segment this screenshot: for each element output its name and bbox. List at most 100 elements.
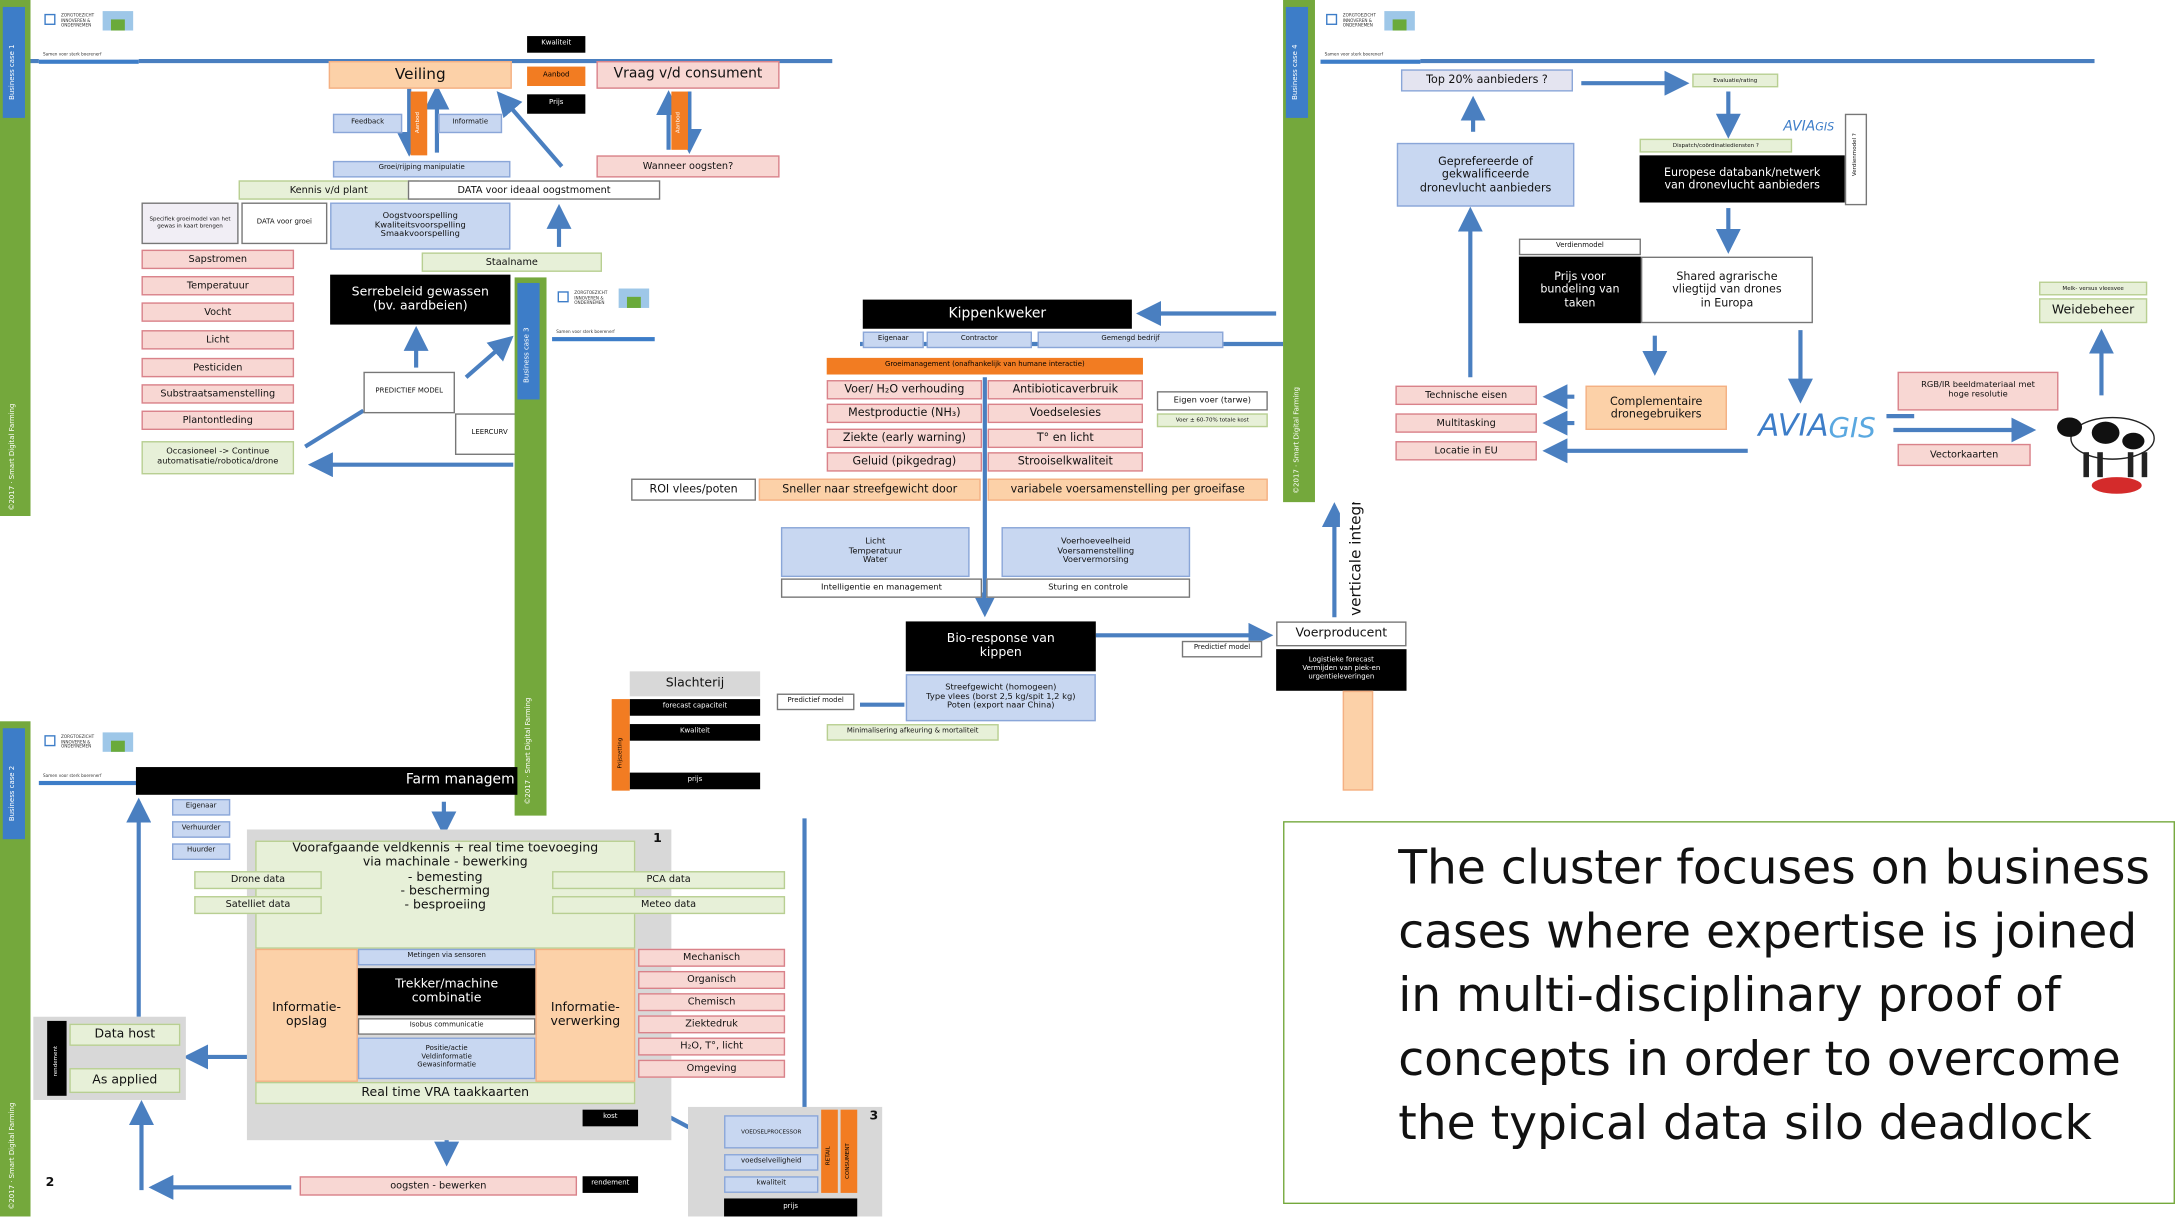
verdienmodel-vertical-box: Verdienmodel ?	[1844, 113, 1868, 206]
list-item-plantontleding: Plantontleding	[141, 410, 295, 431]
minimalisering-box: Minimalisering afkeuring & mortaliteit	[826, 724, 999, 741]
case3-blue-tab	[517, 282, 540, 400]
eigen-voer-box: Eigen voer (tarwe)	[1156, 391, 1268, 411]
c2-list-item-3: Ziektedruk	[638, 1015, 786, 1034]
realtime-vra-box: Real time VRA taakkaarten	[255, 1081, 636, 1105]
contractor-box: Contractor	[926, 331, 1033, 349]
variabele-box: variabele voersamenstelling per groeifas…	[987, 478, 1268, 501]
case1-blue-tab	[2, 6, 25, 118]
licht-temp-box: Licht Temperatuur Water	[780, 527, 970, 578]
roi-box: ROI vlees/poten	[631, 478, 756, 501]
caption-text: The cluster focuses on business cases wh…	[1398, 840, 2151, 1152]
case4-copyright: ©2017 · Smart Digital Farming	[1292, 386, 1302, 494]
sturing-box: Sturing en controle	[986, 578, 1191, 598]
dispatch-box: Dispatch/coördinatiediensten ?	[1639, 138, 1793, 153]
gemengd-bedrijf-box: Gemengd bedrijf	[1037, 331, 1224, 349]
c3-right-item-3: Strooiselkwaliteit	[987, 452, 1143, 472]
consument-label: CONSUMENT	[843, 1143, 851, 1180]
logo-emblem-icon	[1326, 13, 1338, 25]
trekker-box: Trekker/machine combinatie	[357, 968, 536, 1016]
c3-right-item-0: Antibioticaverbruik	[987, 380, 1143, 400]
cow-illustration	[2057, 416, 2155, 494]
oogstvoorspelling-box: Oogstvoorspelling Kwaliteitsvoorspelling…	[330, 202, 511, 250]
melk-vleesvee-box: Melk- versus vleesvee	[2039, 281, 2148, 296]
rendement-vertical-label: rendement	[51, 1045, 59, 1077]
list-item-substraat: Substraatsamenstelling	[141, 384, 295, 404]
informatie-opslag-box: Informatie- opslag	[255, 948, 358, 1082]
satelliet-data-box: Satelliet data	[194, 896, 322, 915]
verhuurder-box: Verhuurder	[172, 821, 231, 838]
step-2-label: 2	[45, 1176, 55, 1190]
list-item-vocht: Vocht	[141, 302, 295, 322]
eigen-voer-sub-box: Voer ± 60-70% totale kost	[1156, 413, 1268, 428]
evaluatie-box: Evaluatie/rating	[1692, 73, 1779, 88]
c3-left-item-1: Mestproductie (NH₃)	[826, 403, 983, 424]
case4-blue-tab	[1285, 6, 1309, 118]
isobus-box: Isobus communicatie	[357, 1018, 536, 1035]
logo-subtitle: Samen voor sterk boerenerf	[1324, 51, 1384, 57]
c3-left-item-2: Ziekte (early warning)	[826, 428, 983, 449]
case2-label: Business case 2	[8, 765, 17, 822]
kippenkweker-box: Kippenkweker	[862, 299, 1132, 329]
feedback-box: Feedback	[332, 113, 403, 134]
intelligentie-box: Intelligentie en management	[780, 578, 983, 598]
voerproducent-peach-bar	[1342, 690, 1374, 791]
c2-list-item-0: Mechanisch	[638, 948, 786, 967]
c3-right-item-1: Voedselesies	[987, 403, 1143, 424]
aanbod-box: Aanbod	[527, 66, 586, 87]
data-ideaal-box: DATA voor ideaal oogstmoment	[407, 180, 661, 200]
list-item-sapstromen: Sapstromen	[141, 249, 295, 270]
logo-emblem-icon	[44, 13, 56, 25]
rgb-ir-box: RGB/IR beeldmateriaal met hoge resolutie	[1897, 371, 2059, 411]
case1-copyright: ©2017 · Smart Digital Farming	[8, 403, 17, 511]
logo-flag-icon	[102, 732, 134, 752]
streefgewicht-box: Streefgewicht (homogeen) Type vlees (bor…	[905, 674, 1096, 722]
prijs-c2-box: prijs	[724, 1198, 858, 1217]
logo-flag-icon	[102, 11, 134, 31]
c2-list-item-1: Organisch	[638, 970, 786, 990]
caption-box: The cluster focuses on business cases wh…	[1283, 821, 2175, 1205]
shared-vliegtijd-box: Shared agrarische vliegtijd van drones i…	[1640, 256, 1813, 324]
voorafgaande-box: Voorafgaande veldkennis + real time toev…	[255, 840, 636, 949]
verdienmodel-vertical-label: Verdienmodel ?	[1850, 133, 1858, 177]
prijszetting-bar: Prijszetting	[611, 699, 630, 791]
prijs-box: Prijs	[527, 94, 586, 114]
vraag-consument-box: Vraag v/d consument	[596, 61, 780, 89]
groeimanagement-bar: Groeimanagement (onafhankelijk van human…	[826, 357, 1143, 375]
c2-list-item-4: H₂O, T°, licht	[638, 1037, 786, 1056]
kwaliteit-box: Kwaliteit	[527, 36, 586, 53]
case4-label: Business case 4	[1291, 44, 1300, 100]
list-item-temperatuur: Temperatuur	[141, 276, 295, 296]
list-item-licht: Licht	[141, 330, 295, 350]
verticale-integratie-box: verticale integr	[1339, 502, 1374, 619]
prijs-bundeling-box: Prijs voor bundeling van taken	[1518, 256, 1641, 324]
huurder-box: Huurder	[172, 843, 231, 861]
staalname-box: Staalname	[421, 252, 603, 272]
kwaliteit-c2-box: kwaliteit	[724, 1176, 819, 1193]
logo-emblem-icon	[557, 291, 569, 303]
aanbod-vertical-label-2: Aanbod	[674, 112, 682, 134]
multitasking-box: Multitasking	[1395, 413, 1537, 433]
verticale-label: verticale integr	[1346, 502, 1365, 616]
bio-response-box: Bio-response van kippen	[905, 621, 1096, 672]
veiling-box: Veiling	[328, 61, 512, 89]
case3-label: Business case 3	[522, 327, 532, 383]
predictief-model-box: PREDICTIEF MODEL	[363, 371, 455, 414]
logo-flag-icon	[1384, 11, 1415, 31]
metingen-box: Metingen via sensoren	[357, 948, 536, 966]
groei-rijping-box: Groei/rijping manipulatie	[332, 160, 511, 178]
aanbod-vertical-bar: Aanbod	[410, 91, 428, 156]
voerhoeveelheid-box: Voerhoeveelheid Voersamenstelling Voerve…	[1001, 527, 1191, 578]
serrebeleid-box: Serrebeleid gewassen (bv. aardbeien)	[330, 274, 511, 325]
technische-eisen-box: Technische eisen	[1395, 385, 1537, 406]
retail-bar: RETAIL	[821, 1109, 838, 1193]
c2-list-item-2: Chemisch	[638, 993, 786, 1012]
logo-subtitle: Samen voor sterk boerenerf	[43, 772, 102, 779]
